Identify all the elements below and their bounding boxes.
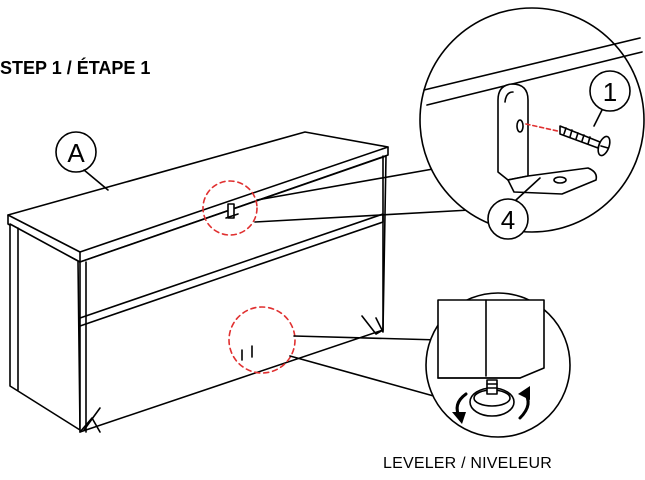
zoom-detail-bracket <box>419 7 645 233</box>
small-bracket <box>225 203 239 219</box>
screw-drawing <box>525 123 611 157</box>
callout-label-a: A <box>67 138 85 168</box>
callout-label-1: 1 <box>603 77 617 107</box>
callout-label-4: 4 <box>501 205 515 235</box>
callout-circle-a <box>55 131 97 173</box>
cabinet-drawing <box>7 131 389 433</box>
step-title: STEP 1 / ÉTAPE 1 <box>0 58 151 78</box>
leveler-caption: LEVELER / NIVELEUR <box>383 455 552 472</box>
callout-circle-1 <box>589 70 631 112</box>
zoom-detail-leveler <box>425 292 571 438</box>
cabinet-left-side <box>9 223 81 431</box>
highlight-circle-bottom <box>228 306 296 374</box>
highlight-circle-top <box>202 180 258 236</box>
callout-circle-4 <box>487 198 529 240</box>
